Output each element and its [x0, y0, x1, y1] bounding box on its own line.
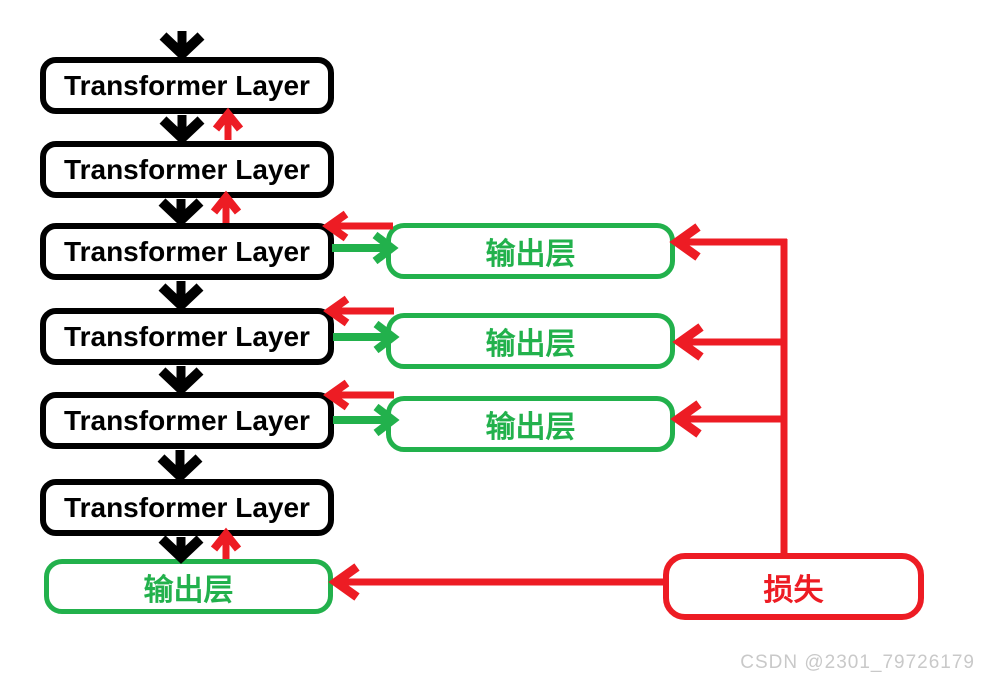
forward-arrow-down-6-output — [158, 535, 204, 564]
watermark-text: CSDN @2301_79726179 — [740, 652, 975, 673]
arrow-head — [328, 563, 360, 601]
gradient-arrow-into-layer-4 — [323, 295, 394, 327]
loss-gradient-arrow-output-3 — [670, 400, 787, 438]
transformer-layer-label: Transformer Layer — [64, 491, 310, 523]
forward-arrow-down-3-4 — [158, 281, 204, 312]
transformer-layer-label: Transformer Layer — [64, 404, 310, 436]
loss-gradient-arrow-output-bottom — [328, 563, 664, 601]
arrow-head — [672, 323, 704, 361]
arrow-head — [670, 400, 702, 438]
forward-arrow-down-5-6 — [157, 450, 203, 483]
gradient-arrow-into-layer-3 — [322, 210, 393, 242]
transformer-layer-label: Transformer Layer — [64, 320, 310, 352]
gradient-arrow-up-output-6 — [210, 527, 242, 559]
transformer-layer-label: Transformer Layer — [64, 235, 310, 267]
loss-gradient-arrow-output-1 — [669, 223, 787, 261]
output-layer-box-3: 输出层 — [386, 396, 675, 452]
loss-gradient-arrow-output-2 — [672, 323, 787, 361]
arrow-head — [159, 116, 205, 145]
transformer-layer-box-1: Transformer Layer — [40, 57, 334, 114]
arrow-head — [158, 283, 204, 312]
transformer-layer-label: Transformer Layer — [64, 153, 310, 185]
output-layer-label: 输出层 — [485, 238, 576, 271]
gradient-arrow-into-layer-5 — [323, 379, 394, 411]
arrow-head — [158, 367, 204, 396]
output-forward-arrow-1 — [332, 231, 399, 265]
output-layer-box-bottom: 输出层 — [44, 559, 333, 614]
arrow-head — [210, 527, 242, 552]
forward-arrow-down-1-2 — [159, 115, 205, 145]
output-forward-arrows — [332, 231, 400, 437]
output-layer-box-1: 输出层 — [386, 223, 675, 279]
output-layer-box-2: 输出层 — [386, 313, 675, 369]
output-forward-arrow-3 — [333, 403, 400, 437]
loss-label: 损失 — [763, 573, 824, 607]
gradient-into-layer-arrows — [322, 210, 394, 411]
output-forward-arrow-2 — [333, 320, 400, 354]
arrow-head — [669, 223, 701, 261]
output-layer-label: 输出层 — [143, 573, 234, 607]
gradient-arrow-up-3-2 — [210, 190, 242, 223]
arrow-head — [159, 32, 205, 61]
transformer-layer-box-2: Transformer Layer — [40, 141, 334, 198]
transformer-layer-box-5: Transformer Layer — [40, 392, 334, 449]
forward-arrow-down-4-5 — [158, 366, 204, 396]
transformer-layer-box-3: Transformer Layer — [40, 223, 334, 280]
forward-arrow-down-input — [159, 31, 205, 61]
transformer-layer-label: Transformer Layer — [64, 69, 310, 101]
transformer-layer-box-6: Transformer Layer — [40, 479, 334, 536]
arrow-head — [212, 107, 244, 132]
arrow-head — [157, 454, 203, 483]
output-layer-label: 输出层 — [485, 411, 576, 444]
transformer-layer-box-4: Transformer Layer — [40, 308, 334, 365]
arrow-head — [158, 535, 204, 564]
forward-arrow-down-2-3 — [158, 198, 204, 227]
loss-box: 损失 — [663, 553, 924, 620]
output-layer-label: 输出层 — [485, 328, 576, 361]
arrow-head — [210, 190, 242, 215]
gradient-arrow-up-2-1 — [212, 107, 244, 140]
arrow-head — [158, 198, 204, 227]
